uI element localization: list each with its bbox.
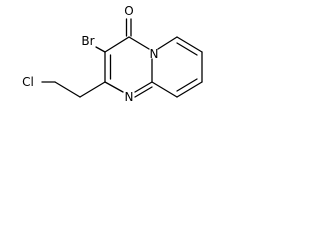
atom-label-chlorine: Cl xyxy=(22,75,34,89)
bond-c8-c9-a xyxy=(176,81,203,98)
atom-labels: O Br Cl N N xyxy=(22,4,158,104)
bond-c2-ch2 xyxy=(79,81,106,98)
bond-c4-c3 xyxy=(104,36,130,53)
bond-c4-n5 xyxy=(128,36,150,50)
bond-lines xyxy=(41,18,203,98)
chemical-structure-diagram: O Br Cl N N xyxy=(22,4,203,104)
bond-n1-c9a-a xyxy=(134,81,153,93)
atom-label-bridgehead-nitrogen: N xyxy=(150,47,159,61)
bond-c6-c7-b xyxy=(176,42,198,56)
atom-label-oxygen: O xyxy=(124,4,133,18)
atom-label-bromine: Br xyxy=(81,34,94,48)
bond-c8-c9-b xyxy=(176,78,198,92)
bond-c9-c9a xyxy=(151,81,178,98)
bond-c6-c7-a xyxy=(176,36,203,53)
bond-c3-br xyxy=(95,46,106,53)
bond-n5-c6 xyxy=(157,36,178,50)
bond-ch2-cl xyxy=(54,81,81,98)
bond-c2-n1 xyxy=(104,81,124,93)
atom-label-ring-nitrogen: N xyxy=(125,90,134,104)
bond-n1-c9a-b xyxy=(134,86,153,98)
